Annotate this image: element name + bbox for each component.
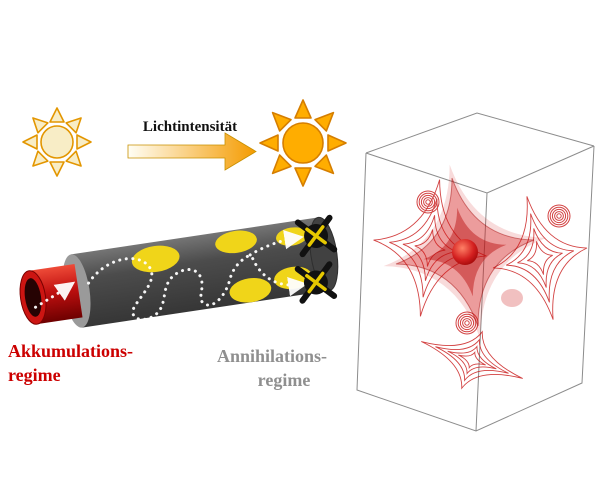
accumulation-label-line2: regime [8,365,61,385]
annihilation-marker [294,261,338,304]
annihilation-label-line1: Annihilations- [217,346,327,366]
nanotube-body [71,217,330,328]
density-side-lobe [501,289,523,307]
annihilation-label-line2: regime [258,370,311,390]
annihilation-regime-label: Annihilations- regime [217,346,327,390]
tube-opening [19,263,83,325]
exciton [229,278,272,303]
nanotube [19,214,339,328]
light-intensity-label: Lichtintensität [143,119,237,135]
exciton-density-3d-plot [356,112,600,432]
light-intensity-arrow-group: Lichtintensität [127,119,257,171]
diffusion-path [34,230,308,321]
tube-opening-hole [24,278,42,317]
accumulation-label-line1: Akkumulations- [8,341,133,361]
plot-box [356,112,595,432]
intensity-arrow [127,132,257,171]
contour-peak-rings [547,204,571,228]
weak-sun-icon [22,107,92,177]
exciton [215,230,257,254]
strong-sun-body [282,122,324,164]
exciton [131,245,180,273]
weak-sun-body [40,125,74,159]
density-core [452,239,478,265]
accumulation-regime-label: Akkumulations- regime [8,341,133,385]
density-isosurface [383,164,547,340]
strong-sun-icon [259,99,347,187]
floor-contours [410,311,534,408]
annihilation-marker [294,214,338,258]
